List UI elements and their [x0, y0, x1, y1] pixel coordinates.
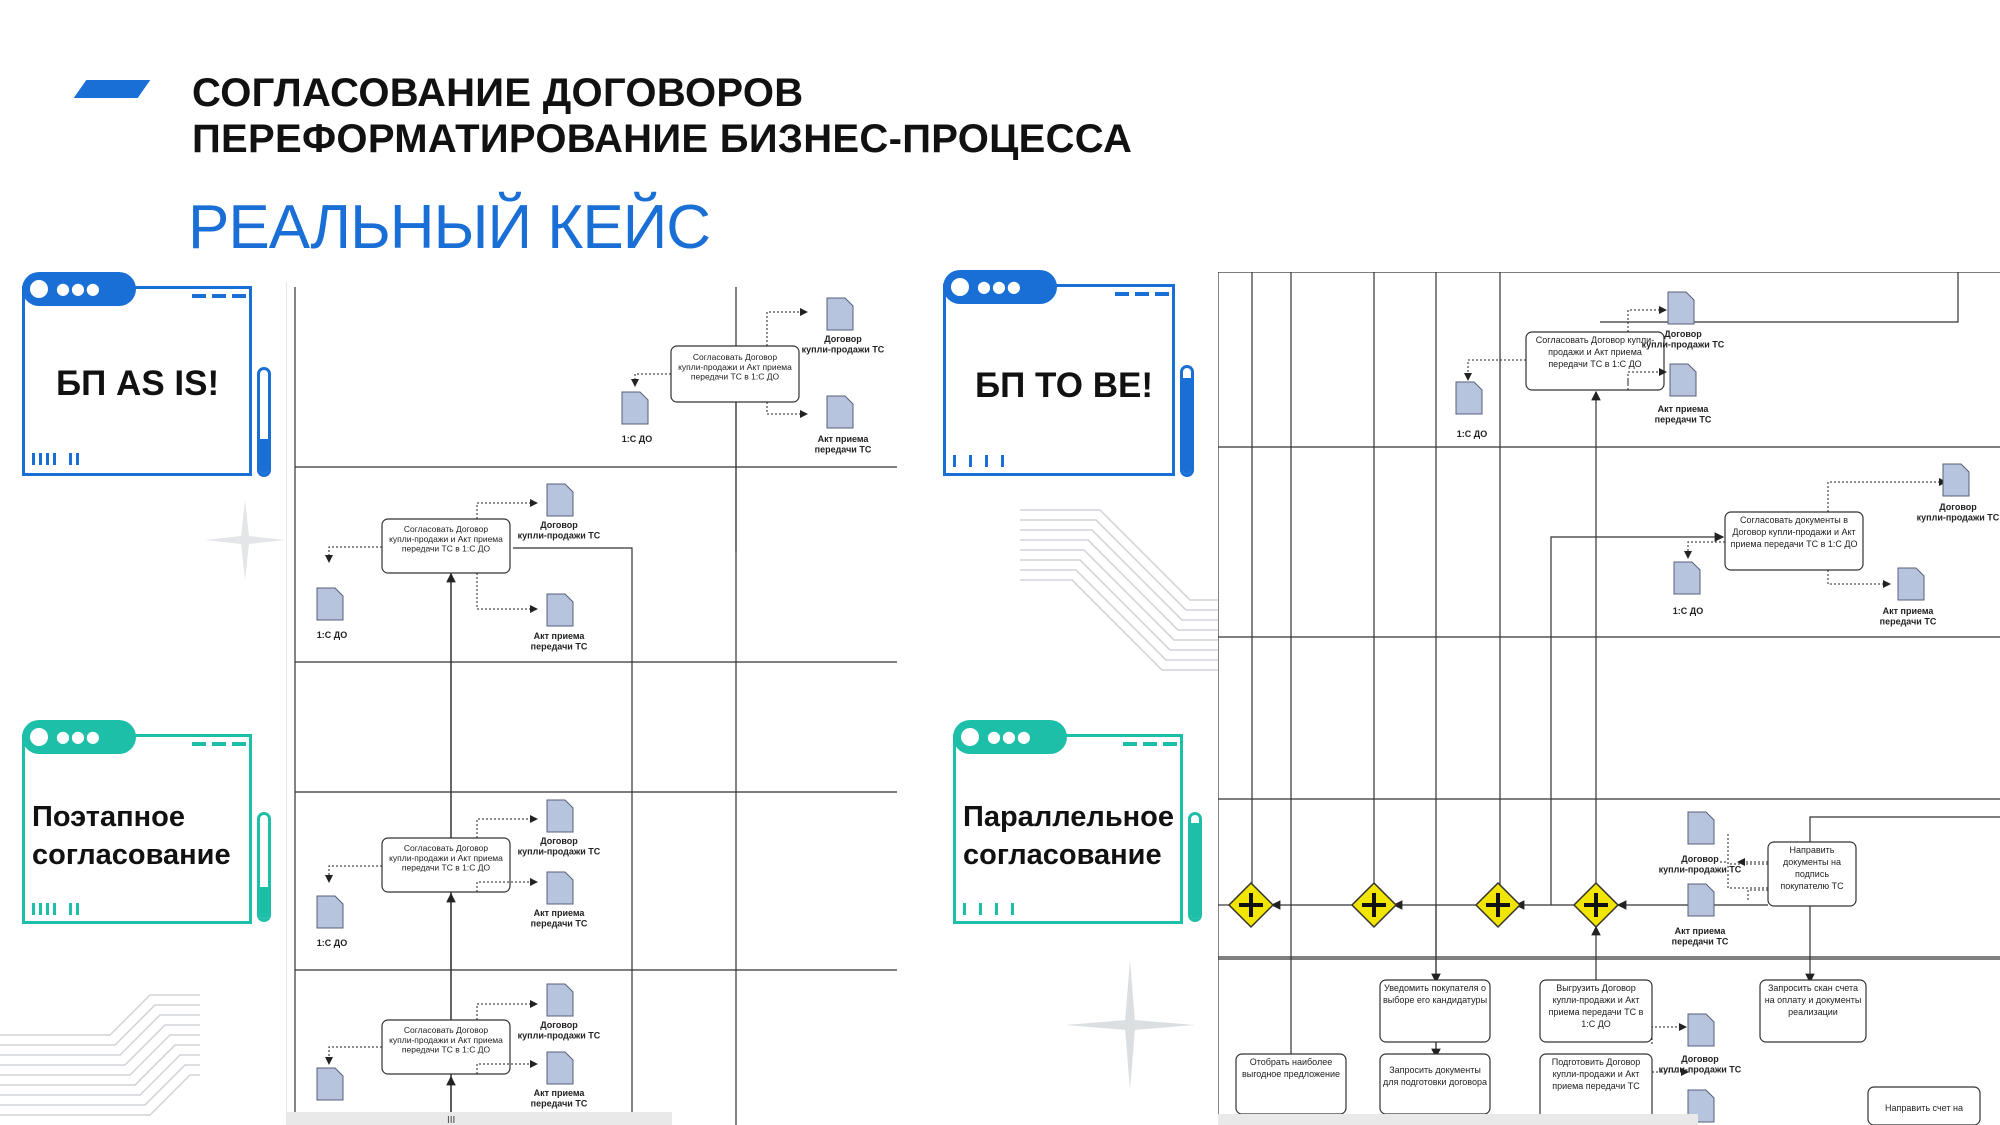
- horizontal-scrollbar: [287, 1112, 672, 1125]
- title-accent-bar: [73, 80, 151, 98]
- card-tab: ●●●: [22, 720, 136, 754]
- card-to-be: ●●● БП TO BE!: [943, 270, 1203, 480]
- to-be-process-diagram: Согласовать Договор купли-продажи и Акт …: [1218, 272, 2000, 1125]
- title-line-2: ПЕРЕФОРМАТИРОВАНИЕ БИЗНЕС-ПРОЦЕССА: [192, 117, 1133, 161]
- task-approve-docs: Согласовать документы в Договор купли-пр…: [1730, 515, 1858, 549]
- card-scrollbar: [1188, 812, 1202, 922]
- card-frame: [22, 286, 252, 476]
- task-upload: Выгрузить Договор купли-продажи и Акт пр…: [1548, 983, 1644, 1029]
- card-frame: [953, 734, 1183, 924]
- scrollbar-grip: III: [447, 1115, 455, 1125]
- circle-icon: [30, 280, 48, 298]
- card-scrollbar: [257, 367, 271, 477]
- card-parallel: ●●● Параллельное согласование: [953, 720, 1213, 930]
- ticks-decoration: [32, 452, 83, 465]
- card-scrollbar: [257, 812, 271, 922]
- task-prepare: Подготовить Договор купли-продажи и Акт …: [1551, 1057, 1641, 1091]
- circle-icon: [961, 728, 979, 746]
- card-frame: [943, 284, 1175, 476]
- document-icons: [1455, 291, 1970, 1123]
- circle-icon: [951, 278, 969, 296]
- task-send-invoice: Направить счет на: [1885, 1103, 1963, 1113]
- card-label: БП TO BE!: [975, 366, 1154, 405]
- card-label: Параллельное согласование: [963, 801, 1175, 871]
- dots-icon: ●●●: [987, 727, 1032, 746]
- page-subtitle: РЕАЛЬНЫЙ КЕЙС: [188, 193, 711, 262]
- decorative-lines-middle: [1020, 509, 1220, 671]
- sparkle-icon: [205, 500, 285, 580]
- ticks-decoration: [963, 902, 1018, 915]
- dots-icon: ●●●: [56, 279, 101, 298]
- task-approve: Согласовать Договор купли-продажи и Акт …: [1535, 335, 1655, 369]
- page-title: СОГЛАСОВАНИЕ ДОГОВОРОВ ПЕРЕФОРМАТИРОВАНИ…: [192, 70, 1132, 162]
- dashes-decoration: [192, 294, 246, 298]
- doc-1c-label: 1:С ДО: [317, 938, 347, 948]
- sparkle-icon: [1065, 960, 1195, 1090]
- dots-icon: ●●●: [977, 277, 1022, 296]
- card-sequential: ●●● Поэтапное согласование: [22, 720, 282, 930]
- doc-1c-label: 1:С ДО: [317, 630, 347, 640]
- task-send-sign: Направить документы на подпись покупател…: [1780, 845, 1844, 891]
- card-label: Поэтапное согласование: [32, 801, 231, 871]
- card-frame: [22, 734, 252, 924]
- ticks-decoration: [953, 454, 1008, 467]
- document-icons: [316, 297, 854, 1101]
- dashes-decoration: [1115, 292, 1169, 296]
- task-request-scan: Запросить скан счета на оплату и докумен…: [1764, 983, 1862, 1017]
- task-select-offer: Отобрать наиболее выгодное предложение: [1241, 1057, 1341, 1079]
- card-scrollbar: [1180, 365, 1194, 477]
- doc-1c-label: 1:С ДО: [1457, 429, 1487, 439]
- title-line-1: СОГЛАСОВАНИЕ ДОГОВОРОВ: [192, 71, 804, 115]
- dots-icon: ●●●: [56, 727, 101, 746]
- task-request-docs: Запросить документы для подготовки догов…: [1382, 1065, 1488, 1087]
- dashes-decoration: [192, 742, 246, 746]
- doc-1c-label: 1:С ДО: [1673, 606, 1703, 616]
- ticks-decoration: [32, 902, 83, 915]
- circle-icon: [30, 728, 48, 746]
- card-tab: ●●●: [953, 720, 1067, 754]
- card-tab: ●●●: [22, 272, 136, 306]
- card-tab: ●●●: [943, 270, 1057, 304]
- decorative-lines-left: [0, 994, 200, 1116]
- card-label: БП AS IS!: [56, 364, 220, 403]
- horizontal-scrollbar: [1218, 1114, 1698, 1125]
- dashes-decoration: [1123, 742, 1177, 746]
- doc-1c-label: 1:С ДО: [622, 434, 652, 444]
- card-as-is: ●●● БП AS IS!: [22, 272, 282, 482]
- task-notify-buyer: Уведомить покупателя о выборе его кандид…: [1382, 983, 1488, 1005]
- parallel-gateways: [1227, 881, 1620, 929]
